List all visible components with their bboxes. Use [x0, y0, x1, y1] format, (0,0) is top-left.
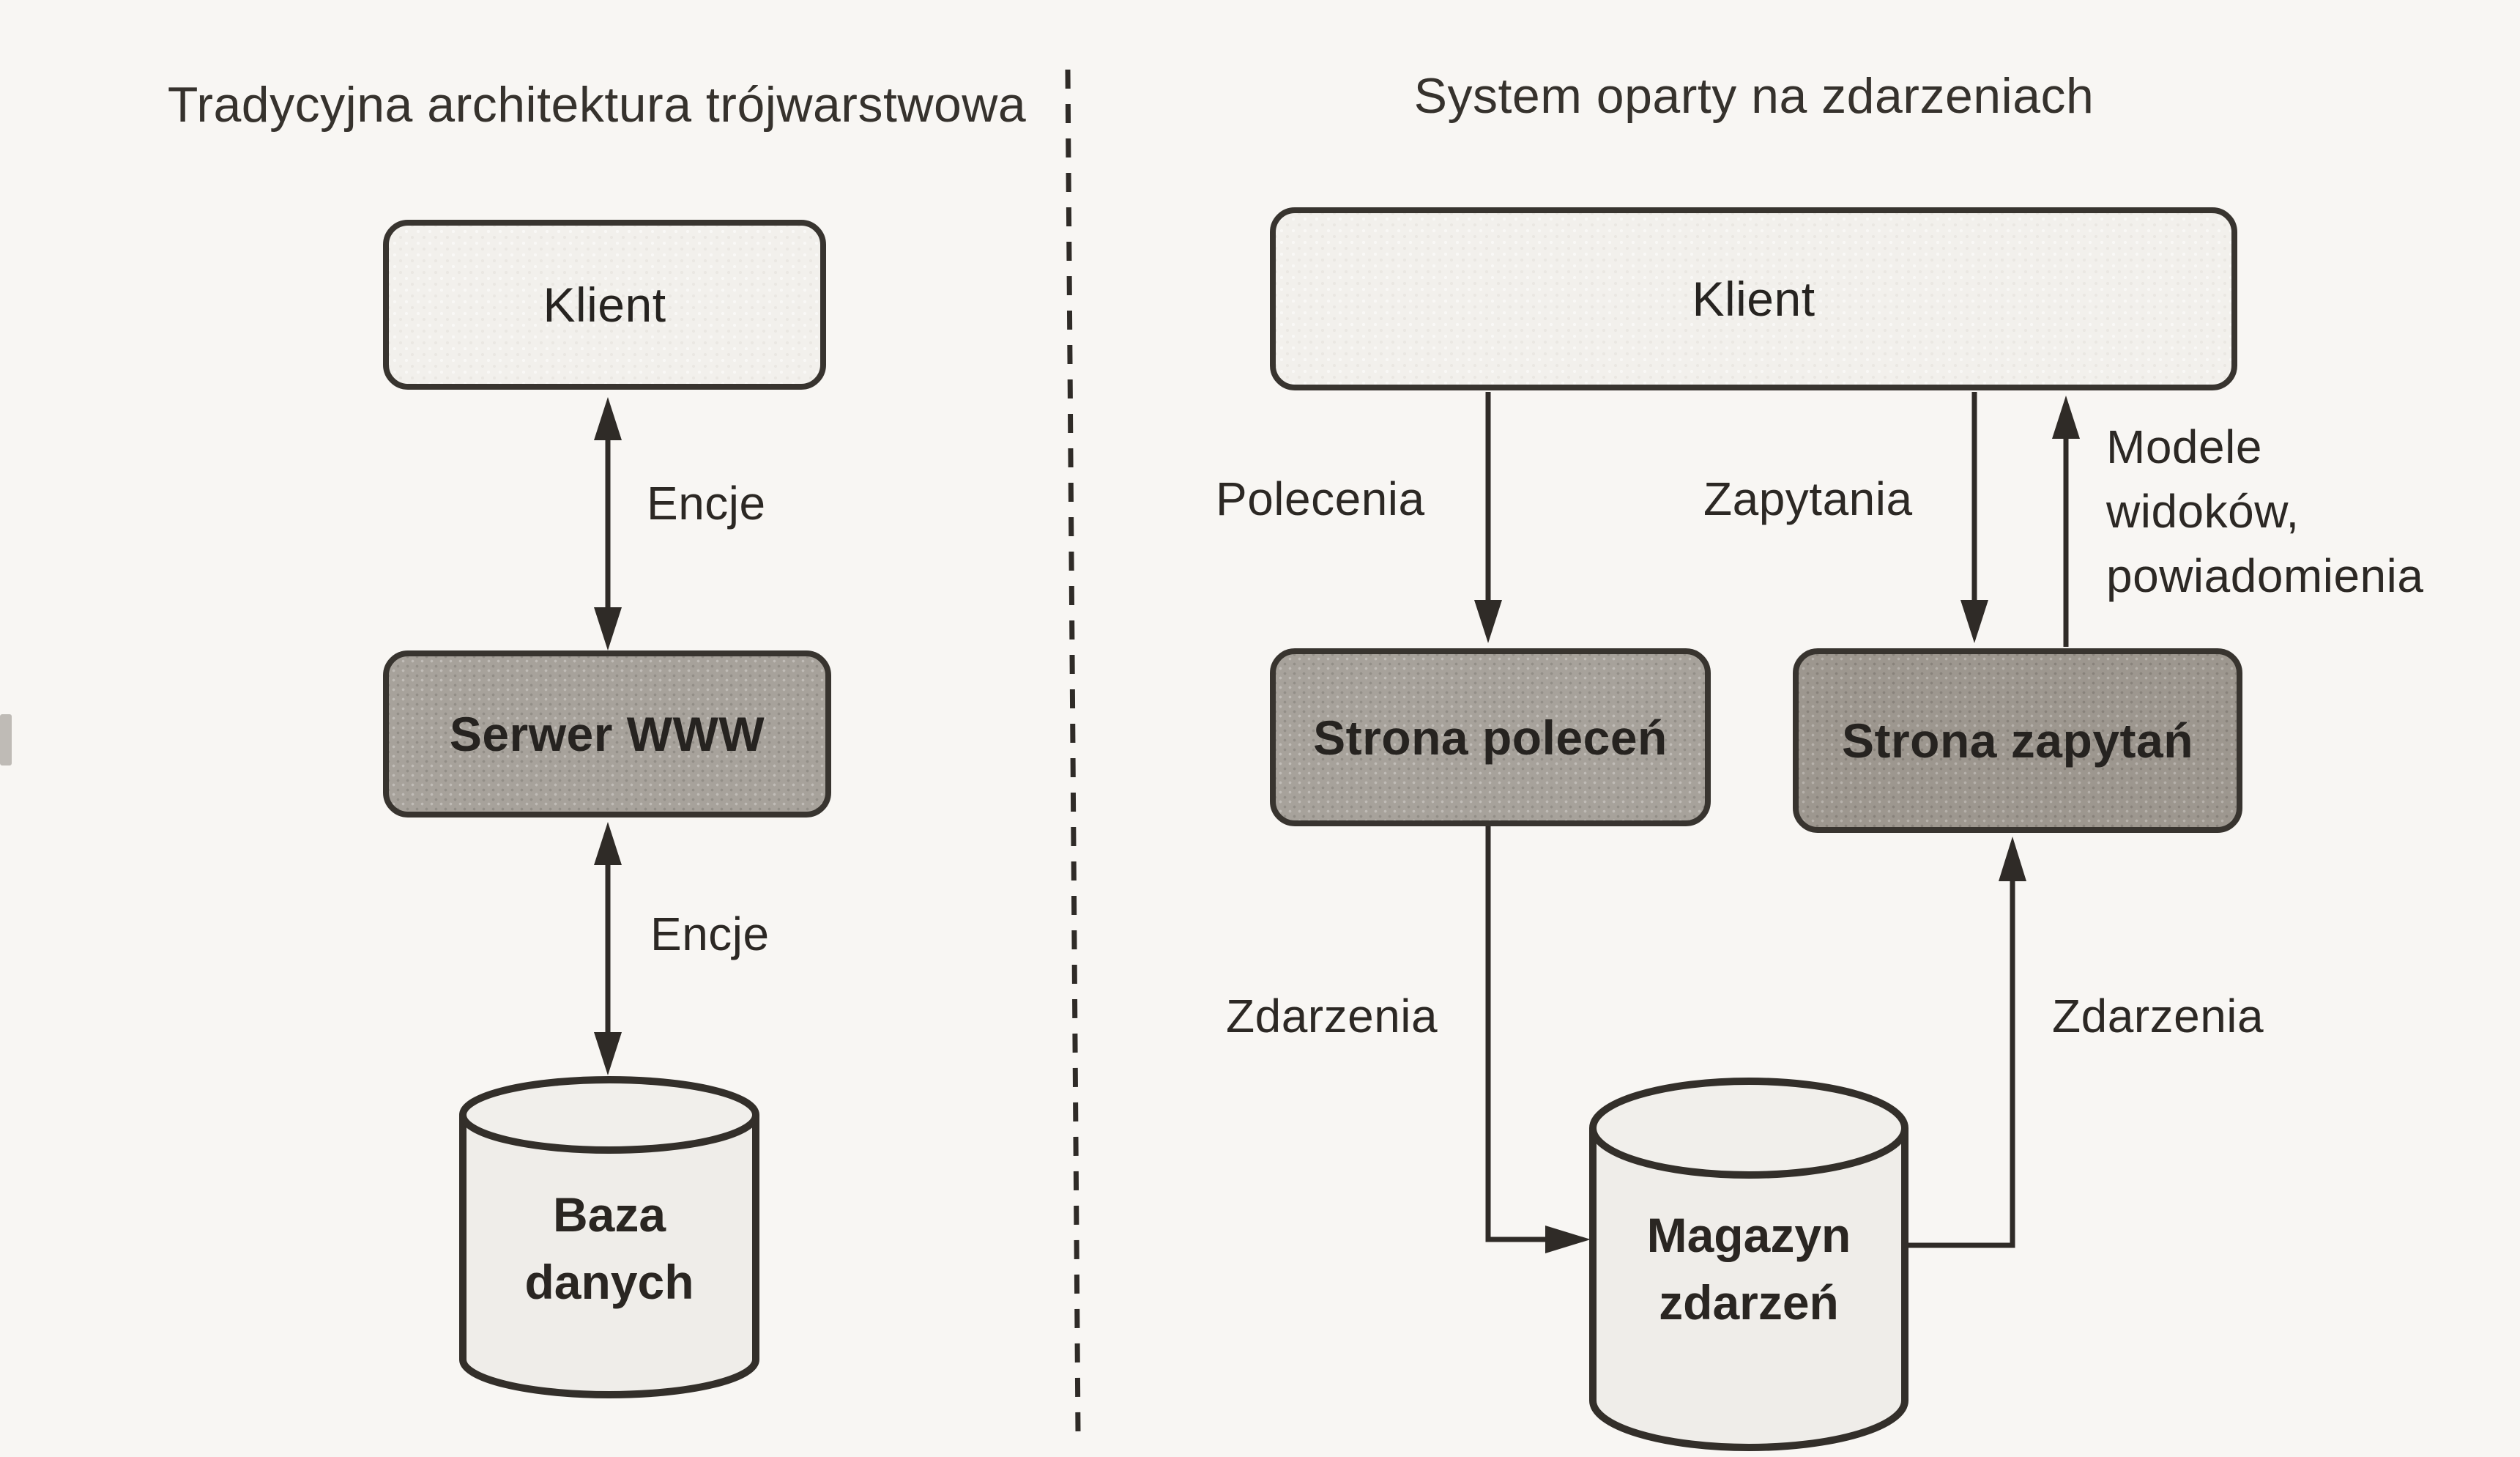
database-cylinder-baza-danych: [459, 1076, 759, 1398]
arrow-polecenia-icon: [1474, 392, 1502, 643]
database-cylinder-magazyn-zdarzen: [1589, 1078, 1908, 1451]
scan-edge-artifact: [0, 714, 12, 765]
arrow-magazyn-zapytan-icon: [1904, 837, 2026, 1248]
serwer-www-label: Serwer WWW: [449, 707, 765, 761]
arrow-polecen-magazyn-icon: [1485, 825, 1591, 1253]
arrow-klient-serwer-icon: [594, 397, 622, 650]
left-klient-box: Klient: [383, 220, 826, 390]
arrow-zapytania-icon: [1960, 392, 1988, 643]
serwer-www-box: Serwer WWW: [383, 650, 831, 818]
left-klient-label: Klient: [543, 278, 666, 332]
encje-top-label: Encje: [647, 477, 766, 530]
strona-polecen-label: Strona poleceń: [1313, 710, 1668, 765]
baza-danych-line2: danych: [524, 1255, 694, 1309]
divider-dashed-line: [1065, 69, 1081, 1433]
zdarzenia-left-label: Zdarzenia: [1226, 990, 1438, 1042]
magazyn-line1: Magazyn: [1646, 1208, 1851, 1262]
modele-widokow-label: Modele widoków, powiadomienia: [2106, 415, 2423, 608]
arrow-modele-widokow-icon: [2052, 396, 2080, 647]
modele-line1: Modele: [2106, 420, 2262, 473]
strona-zapytan-box: Strona zapytań: [1793, 648, 2242, 833]
right-diagram-title: System oparty na zdarzeniach: [1413, 68, 2095, 124]
modele-line2: widoków,: [2106, 485, 2300, 538]
modele-line3: powiadomienia: [2106, 549, 2424, 602]
zapytania-label: Zapytania: [1703, 472, 1913, 525]
baza-danych-line1: Baza: [552, 1187, 666, 1242]
encje-bottom-label: Encje: [650, 908, 770, 960]
left-diagram-title: Tradycyjna architektura trójwarstwowa: [167, 77, 1027, 133]
zdarzenia-right-label: Zdarzenia: [2052, 990, 2264, 1042]
strona-polecen-box: Strona poleceń: [1270, 648, 1711, 826]
right-klient-box: Klient: [1270, 207, 2237, 390]
polecenia-label: Polecenia: [1216, 472, 1425, 525]
strona-zapytan-label: Strona zapytań: [1841, 713, 2194, 768]
right-klient-label: Klient: [1692, 272, 1815, 326]
arrow-serwer-baza-icon: [594, 822, 622, 1075]
baza-danych-label: Baza danych: [463, 1181, 756, 1316]
magazyn-zdarzen-label: Magazyn zdarzeń: [1593, 1201, 1905, 1336]
magazyn-line2: zdarzeń: [1659, 1275, 1839, 1330]
